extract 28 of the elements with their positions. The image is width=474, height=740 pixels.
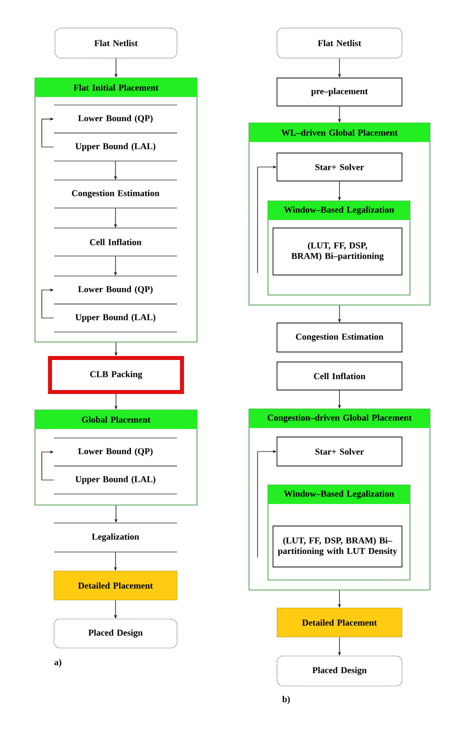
process-step: Cell Inflation — [54, 228, 178, 256]
process-step: Congestion Estimation — [54, 180, 178, 208]
process-box: (LUT, FF, DSP, BRAM) Bi–partitioning with LUT Density — [272, 526, 402, 568]
process-step: Lower Bound (QP) — [54, 104, 178, 134]
terminal-box: Placed Design — [54, 618, 178, 648]
process-step: Upper Bound (LAL) — [54, 304, 178, 332]
process-step: Lower Bound (QP) — [54, 438, 178, 466]
panel-caption: a) — [54, 658, 62, 668]
arrow — [42, 117, 54, 148]
panel-caption: b) — [282, 696, 290, 704]
process-step: Upper Bound (LAL) — [54, 132, 178, 162]
terminal-box: Placed Design — [276, 656, 402, 686]
highlighted-box: Detailed Placement — [54, 570, 178, 600]
process-box: pre–placement — [276, 78, 402, 106]
process-box: Star+ Solver — [276, 152, 402, 182]
arrow — [42, 288, 54, 318]
process-step: Upper Bound (LAL) — [54, 466, 178, 494]
terminal-box: Flat Netlist — [54, 28, 178, 58]
process-box: Cell Inflation — [276, 362, 402, 390]
process-box: (LUT, FF, DSP, BRAM) Bi–partitioning — [272, 228, 402, 276]
process-step: Legalization — [54, 522, 178, 552]
packing-box: CLB Packing — [48, 356, 184, 394]
process-box: Congestion Estimation — [276, 322, 402, 352]
process-box: Star+ Solver — [276, 436, 402, 466]
arrow — [42, 450, 54, 480]
terminal-box: Flat Netlist — [276, 28, 402, 58]
process-step: Lower Bound (QP) — [54, 276, 178, 304]
highlighted-box: Detailed Placement — [276, 608, 402, 638]
